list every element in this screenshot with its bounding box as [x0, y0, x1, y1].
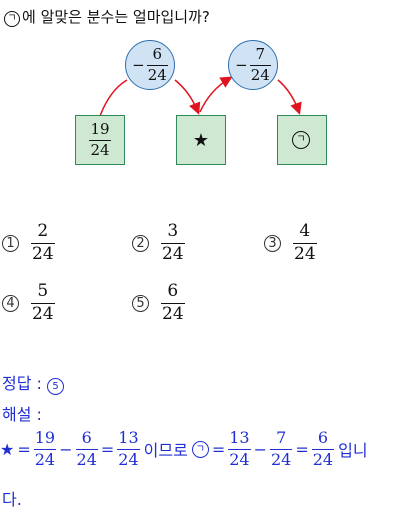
exp-b-den: 24: [76, 449, 97, 469]
diagram-arrows: [99, 76, 302, 117]
choice-2-num: 3: [167, 221, 179, 241]
choice-1-den: 24: [32, 243, 54, 264]
exp-minus-2: −: [253, 439, 267, 459]
choice-5-fraction: 6 24: [161, 281, 185, 324]
diagram: − 6 24 − 7 24 19 24 ★ ㄱ: [0, 30, 400, 170]
choice-5-num: 6: [167, 281, 179, 301]
choice-2-label: 2: [132, 234, 149, 252]
exp-r2-num: 6: [317, 428, 329, 447]
exp-connector: 이므로: [143, 441, 188, 461]
answer-label: 정답 :: [2, 374, 42, 393]
exp-e-den: 24: [270, 449, 292, 469]
operator-2-den: 24: [250, 65, 270, 84]
exp-c-den: 24: [229, 449, 250, 469]
choice-3-label: 3: [264, 234, 281, 252]
exp-equals-1: =: [17, 439, 31, 459]
answer-value: 5: [47, 378, 65, 395]
exp-frac-r2: 6 24: [311, 428, 335, 469]
exp-r1-den: 24: [118, 449, 139, 469]
operator-1-sign: −: [132, 56, 145, 74]
operator-2-fraction: 7 24: [249, 44, 271, 84]
choice-2-den: 24: [162, 243, 184, 264]
star-symbol: ★: [192, 129, 210, 151]
choice-1-fraction: 2 24: [31, 221, 55, 264]
exp-equals-4: =: [295, 439, 309, 459]
choice-4[interactable]: 4 5 24: [2, 281, 55, 324]
choice-2-fraction: 3 24: [161, 221, 185, 264]
exp-r1-num: 13: [118, 428, 139, 447]
choice-3[interactable]: 3 4 24: [264, 221, 317, 264]
choice-4-num: 5: [37, 281, 49, 301]
exp-equals-2: =: [100, 439, 115, 459]
exp-c-num: 13: [229, 428, 250, 447]
arrow-2-out: [277, 79, 302, 115]
choice-5-den: 24: [162, 303, 184, 324]
exp-frac-b: 6 24: [75, 428, 98, 469]
choice-5-label: 5: [132, 294, 149, 312]
operator-1-den: 24: [147, 65, 167, 84]
explanation-equation: ★ = 19 24 − 6 24 = 13 24 이므로 ㄱ = 13 24 −…: [0, 428, 372, 469]
operator-circle-2: − 7 24: [228, 40, 278, 90]
arrow-1-out: [174, 79, 201, 115]
answer-box-marker: ㄱ: [292, 131, 310, 149]
choice-4-den: 24: [32, 303, 54, 324]
exp-e-num: 7: [276, 428, 287, 447]
start-den: 24: [90, 140, 110, 159]
operator-1-fraction: 6 24: [146, 44, 168, 84]
star-box: ★: [176, 115, 226, 165]
question-marker: ㄱ: [4, 11, 20, 27]
exp-frac-r1: 13 24: [117, 428, 140, 469]
exp-minus-1: −: [59, 439, 73, 459]
choice-4-label: 4: [2, 294, 19, 312]
choice-3-num: 4: [299, 221, 311, 241]
explanation-label: 해설 :: [2, 405, 42, 424]
start-box: 19 24: [75, 115, 125, 165]
operator-2-num: 7: [255, 44, 266, 63]
exp-b-num: 6: [81, 428, 92, 447]
exp-ending-2: 다.: [2, 490, 22, 509]
choice-3-fraction: 4 24: [293, 221, 317, 264]
choice-1[interactable]: 1 2 24: [2, 221, 55, 264]
exp-frac-c: 13 24: [228, 428, 251, 469]
exp-star: ★: [0, 439, 15, 459]
exp-marker: ㄱ: [191, 440, 209, 458]
choice-4-fraction: 5 24: [31, 281, 55, 324]
arrow-2-in: [199, 76, 233, 113]
answer-line: 정답 : 5: [2, 370, 65, 395]
operator-2-sign: −: [235, 56, 248, 74]
start-fraction: 19 24: [89, 119, 111, 159]
start-num: 19: [90, 119, 110, 138]
arrow-1-in: [99, 79, 128, 117]
operator-1-num: 6: [152, 44, 163, 63]
choice-1-num: 2: [37, 221, 49, 241]
exp-ending-1: 입니: [338, 441, 368, 461]
exp-frac-a: 19 24: [33, 428, 57, 469]
operator-circle-1: − 6 24: [125, 40, 175, 90]
exp-equals-3: =: [211, 439, 226, 459]
exp-a-num: 19: [34, 428, 56, 447]
question-body: 에 알맞은 분수는 얼마입니까?: [22, 8, 210, 26]
exp-r2-den: 24: [312, 449, 334, 469]
choice-3-den: 24: [294, 243, 316, 264]
exp-frac-e: 7 24: [269, 428, 293, 469]
answer-box: ㄱ: [277, 115, 327, 165]
choice-1-label: 1: [2, 234, 19, 252]
choice-5[interactable]: 5 6 24: [132, 281, 185, 324]
choice-2[interactable]: 2 3 24: [132, 221, 185, 264]
exp-a-den: 24: [34, 449, 56, 469]
